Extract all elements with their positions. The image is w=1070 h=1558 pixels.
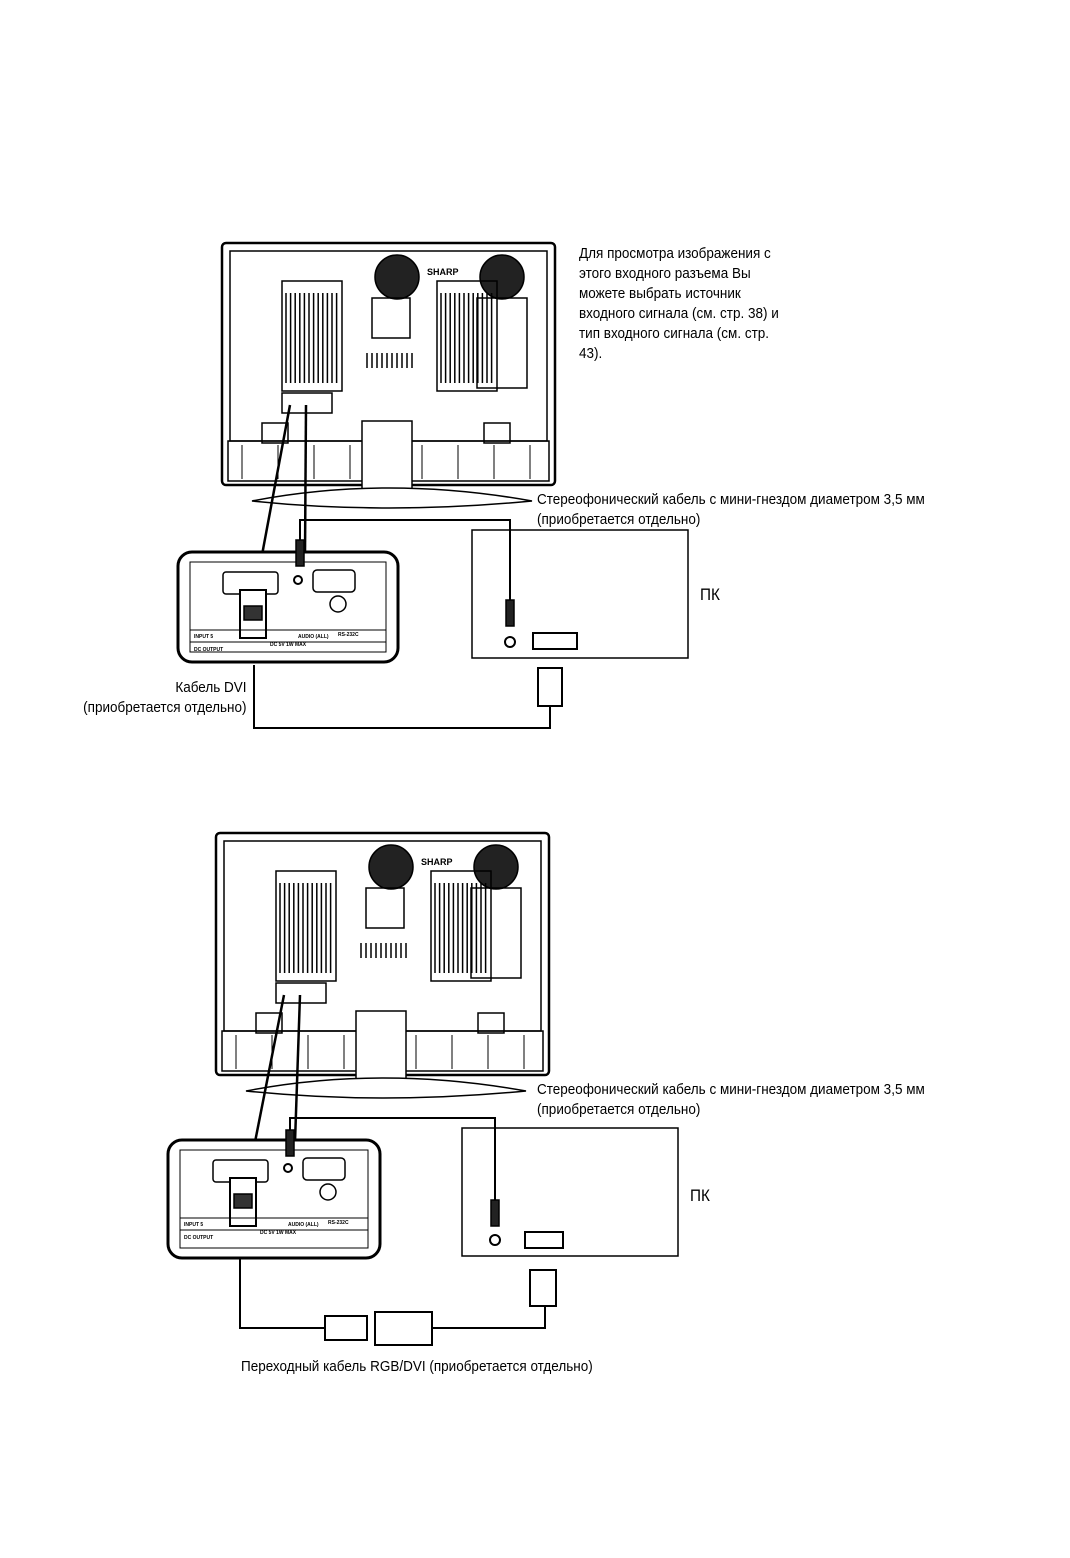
audio-cable-title: Стереофонический кабель с мини-гнездом д… bbox=[537, 1081, 925, 1098]
note-line: можете выбрать источник bbox=[579, 285, 741, 302]
dc-output-label: DC OUTPUT bbox=[194, 647, 223, 653]
vent-grille bbox=[436, 280, 498, 392]
audio-cable-note: (приобретается отдельно) bbox=[537, 1101, 701, 1118]
stand-neck bbox=[361, 420, 413, 492]
rgb-plug bbox=[529, 1269, 557, 1307]
adapter-box bbox=[374, 1311, 433, 1346]
vent-grille bbox=[281, 280, 343, 392]
audio-plug bbox=[490, 1199, 500, 1227]
center-plate bbox=[371, 297, 411, 339]
brand-logo: SHARP bbox=[421, 857, 453, 867]
input-label: INPUT 5 bbox=[194, 634, 213, 640]
audio-plug bbox=[295, 539, 305, 567]
vent-grille bbox=[430, 870, 492, 982]
zoom-line bbox=[303, 404, 308, 556]
audio-jack bbox=[293, 575, 303, 585]
terminal-closeup bbox=[176, 550, 400, 664]
audio-plug bbox=[505, 599, 515, 627]
stand-neck bbox=[355, 1010, 407, 1082]
terminal-closeup bbox=[166, 1138, 382, 1260]
pc-rgb-port bbox=[524, 1231, 564, 1249]
zoom-line bbox=[253, 994, 286, 1143]
dvi-plug-grip bbox=[243, 605, 263, 621]
power-cover bbox=[476, 297, 528, 389]
dvi-cable bbox=[253, 665, 551, 729]
rgb-port bbox=[312, 569, 356, 593]
pc-outline bbox=[461, 1127, 679, 1257]
input-selection-note: Для просмотра изображения с этого входно… bbox=[579, 244, 813, 364]
note-line: 43). bbox=[579, 345, 603, 362]
pc-audio-jack bbox=[504, 636, 516, 648]
speaker-left bbox=[374, 254, 420, 300]
bracket-right bbox=[477, 1012, 505, 1034]
audio-label: AUDIO (ALL) bbox=[298, 634, 329, 640]
diagram-dvi-connection: SHARP INPUT 5 DC OUTPUT DC 5V 1W MAX AUDIO (… bbox=[176, 241, 689, 729]
rs232-label: RS-232C bbox=[328, 1220, 349, 1226]
rf-connector bbox=[319, 1183, 337, 1201]
bracket-left bbox=[261, 422, 289, 444]
audio-cable bbox=[299, 519, 511, 600]
audio-cable-label-1: Стереофонический кабель с мини-гнездом д… bbox=[537, 490, 925, 530]
stand-base bbox=[245, 1077, 527, 1099]
audio-plug bbox=[285, 1129, 295, 1157]
zoom-line bbox=[260, 404, 292, 556]
dvi-cable-note: (приобретается отдельно) bbox=[83, 699, 247, 716]
diagram-rgb-dvi-connection: SHARP INPUT 5 DC OUTPUT DC 5V 1W MAX AUDIO (… bbox=[166, 831, 679, 1346]
note-line: входного сигнала (см. стр. 38) и bbox=[579, 305, 779, 322]
speaker-right bbox=[479, 254, 525, 300]
brand-logo: SHARP bbox=[427, 267, 459, 277]
note-line: Для просмотра изображения с bbox=[579, 245, 771, 262]
center-plate bbox=[365, 887, 405, 929]
bracket-right bbox=[483, 422, 511, 444]
dc-spec-label: DC 5V 1W MAX bbox=[260, 1230, 297, 1236]
pc-outline bbox=[471, 529, 689, 659]
audio-label: AUDIO (ALL) bbox=[288, 1222, 319, 1228]
pc-audio-jack bbox=[489, 1234, 501, 1246]
adapter-dvi-plug bbox=[324, 1315, 368, 1341]
adapter-cable-dvi bbox=[239, 1258, 325, 1329]
audio-jack bbox=[283, 1163, 293, 1173]
zoom-line bbox=[293, 994, 302, 1143]
pc-dvi-plug bbox=[537, 667, 563, 707]
power-cover bbox=[470, 887, 522, 979]
dvi-cable-title: Кабель DVI bbox=[175, 679, 247, 696]
speaker-left bbox=[368, 844, 414, 890]
closeup-panel bbox=[189, 561, 387, 653]
pc-label-1: ПК bbox=[700, 585, 720, 604]
audio-cable bbox=[289, 1117, 496, 1200]
adapter-cable-label: Переходный кабель RGB/DVI (приобретается… bbox=[241, 1358, 593, 1375]
terminal-block bbox=[275, 982, 327, 1004]
closeup-panel bbox=[179, 1149, 369, 1249]
rs232-label: RS-232C bbox=[338, 632, 359, 638]
note-line: этого входного разъема Вы bbox=[579, 265, 751, 282]
input-label: INPUT 5 bbox=[184, 1222, 203, 1228]
dc-output-label: DC OUTPUT bbox=[184, 1235, 213, 1241]
dc-spec-label: DC 5V 1W MAX bbox=[270, 642, 307, 648]
stand-base bbox=[251, 487, 533, 509]
vent-grille bbox=[275, 870, 337, 982]
note-line: тип входного сигнала (см. стр. bbox=[579, 325, 770, 342]
pc-label-2: ПК bbox=[690, 1186, 710, 1205]
pc-dvi-port bbox=[532, 632, 578, 650]
speaker-right bbox=[473, 844, 519, 890]
rf-connector bbox=[329, 595, 347, 613]
rgb-port bbox=[302, 1157, 346, 1181]
dvi-plug-grip bbox=[233, 1193, 253, 1209]
bracket-left bbox=[255, 1012, 283, 1034]
adapter-cable-rgb bbox=[432, 1305, 546, 1329]
audio-cable-label-2: Стереофонический кабель с мини-гнездом д… bbox=[537, 1080, 925, 1120]
audio-cable-title: Стереофонический кабель с мини-гнездом д… bbox=[537, 491, 925, 508]
audio-cable-note: (приобретается отдельно) bbox=[537, 511, 701, 528]
dvi-cable-label: Кабель DVI (приобретается отдельно) bbox=[84, 678, 247, 718]
